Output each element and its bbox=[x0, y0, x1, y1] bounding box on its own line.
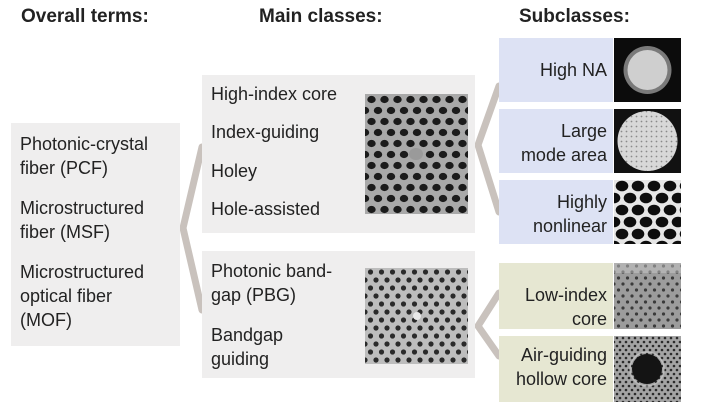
header-subclasses: Subclasses: bbox=[519, 6, 630, 27]
large-mode-area-fiber-image bbox=[614, 109, 681, 173]
bracket-overall-to-main bbox=[179, 143, 206, 314]
class-hole-assisted: Hole-assisted bbox=[211, 199, 321, 219]
bracket-index-to-sub bbox=[474, 82, 503, 216]
air-guiding-fiber-image bbox=[614, 336, 681, 402]
subclass-high-na-label: High NA bbox=[539, 60, 607, 80]
class-holey: Holey bbox=[211, 161, 258, 181]
low-index-core-fiber-image bbox=[614, 263, 681, 329]
subclass-high-na-panel bbox=[499, 38, 613, 102]
class-high-index-core: High-index core bbox=[211, 84, 338, 104]
overall-terms-panel bbox=[11, 123, 180, 346]
index-guiding-fiber-image bbox=[365, 94, 468, 214]
highly-nonlinear-fiber-image bbox=[614, 180, 681, 244]
header-overall-terms: Overall terms: bbox=[21, 6, 149, 27]
bandgap-fiber-image bbox=[365, 268, 468, 364]
header-main-classes: Main classes: bbox=[259, 6, 383, 27]
subclass-low-index-core-panel bbox=[499, 263, 613, 329]
subclass-large-mode-area-panel bbox=[499, 109, 613, 173]
class-index-guiding: Index-guiding bbox=[211, 122, 320, 142]
subclass-highly-nonlinear-panel bbox=[499, 180, 613, 244]
high-na-fiber-image bbox=[614, 38, 681, 102]
subclass-air-guiding-panel bbox=[499, 336, 613, 402]
bracket-bandgap-to-sub bbox=[474, 289, 503, 360]
class-photonic-bandgap: Photonic band-gap (PBG) bbox=[211, 261, 333, 305]
